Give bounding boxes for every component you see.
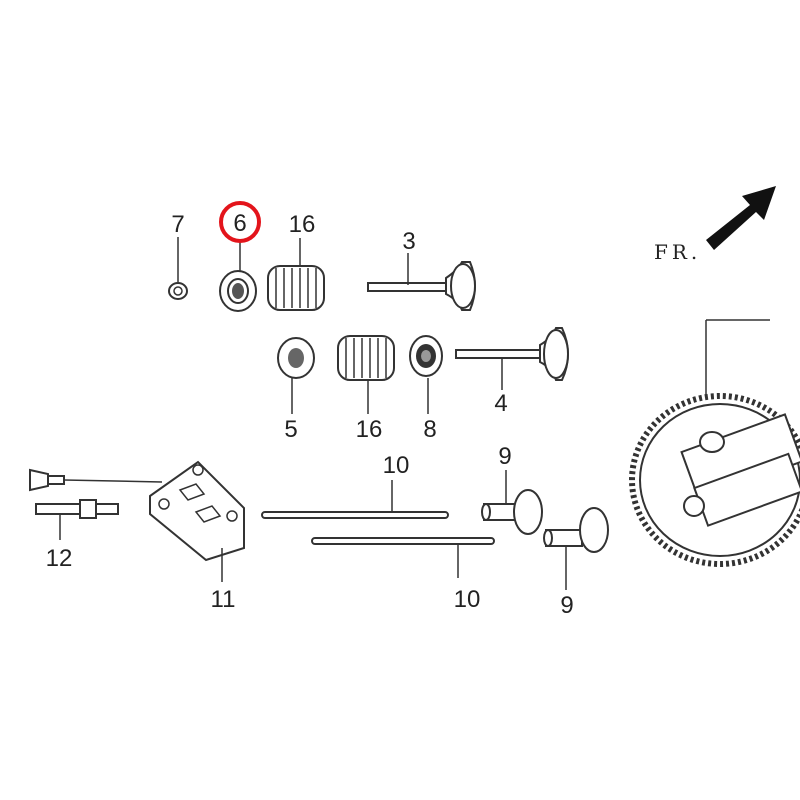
front-arrow-icon <box>706 186 776 250</box>
part-7-nut[interactable] <box>168 282 188 300</box>
highlight-circle <box>219 201 261 243</box>
label-12: 12 <box>46 545 73 572</box>
part-9-tappet-upper[interactable] <box>481 489 543 535</box>
label-10-upper: 10 <box>383 452 410 479</box>
label-8: 8 <box>423 416 436 443</box>
label-16-lower: 16 <box>356 416 383 443</box>
part-12-stud-bolts[interactable] <box>29 468 119 519</box>
part-16-valve-spring-lower[interactable] <box>337 335 395 381</box>
part-8-valve-seal[interactable] <box>409 335 443 377</box>
label-9-upper: 9 <box>498 443 511 470</box>
part-10-push-rod-upper[interactable] <box>261 511 449 519</box>
front-marker-label: FR. <box>654 240 701 264</box>
label-9-lower: 9 <box>560 592 573 619</box>
part-4-intake-valve[interactable] <box>455 327 569 381</box>
label-3: 3 <box>402 228 415 255</box>
part-9-tappet-lower[interactable] <box>543 507 609 553</box>
part-10-push-rod-lower[interactable] <box>311 537 495 545</box>
part-3-exhaust-valve[interactable] <box>367 261 476 311</box>
part-5-retainer[interactable] <box>277 337 315 379</box>
label-5: 5 <box>284 416 297 443</box>
label-11: 11 <box>211 586 236 613</box>
label-10-lower: 10 <box>454 586 481 613</box>
label-16-upper: 16 <box>289 211 316 238</box>
camshaft-gear[interactable] <box>629 319 800 567</box>
label-4: 4 <box>494 390 507 417</box>
part-16-valve-spring-upper[interactable] <box>267 265 325 311</box>
part-6-retainer[interactable] <box>219 270 257 312</box>
label-6: 6 <box>233 210 246 237</box>
part-11-guide-plate[interactable] <box>149 460 245 562</box>
label-7: 7 <box>171 211 184 238</box>
